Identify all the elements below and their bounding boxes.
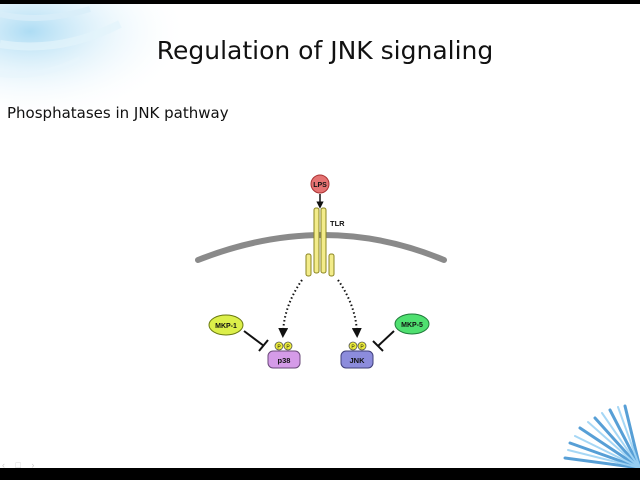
slide-title: Regulation of JNK signaling [156, 36, 494, 65]
tlr-intracellular-domain [328, 253, 335, 277]
tlr-intracellular-domain [305, 253, 312, 277]
jnk-kinase [340, 350, 374, 369]
phospho-group [348, 341, 358, 351]
phospho-label: P [351, 345, 355, 351]
signal-arrow-to-jnk [337, 279, 362, 338]
slideshow-controls[interactable]: ‹ □ › [2, 460, 39, 470]
mkp1-inhibition-line [243, 330, 265, 347]
p38-label: p38 [278, 356, 291, 365]
phospho-group [274, 341, 284, 351]
phospho-group [283, 341, 293, 351]
mkp1-inhibition-bar [258, 339, 269, 352]
phospho-label: P [360, 345, 364, 351]
jnk-label: JNK [349, 356, 365, 365]
top-border [0, 0, 640, 4]
bottom-border [0, 468, 640, 480]
slide-subtitle: Phosphatases in JNK pathway [7, 104, 229, 122]
lps-ligand [310, 174, 330, 194]
tlr-receptor-bar [320, 207, 327, 274]
mkp1-label: MKP-1 [215, 323, 237, 330]
tlr-receptor-bar [313, 207, 320, 274]
phospho-group [357, 341, 367, 351]
phospho-label: P [277, 345, 281, 351]
decorative-corner-top-left [0, 4, 200, 114]
mkp5-inhibition-bar [372, 340, 384, 352]
tlr-label: TLR [330, 219, 345, 228]
decorative-flower-bottom-right [563, 404, 640, 468]
mkp5-inhibition-line [377, 330, 395, 347]
signal-arrow-to-p38 [278, 279, 303, 338]
mkp1-phosphatase [208, 314, 244, 336]
jnk-pathway-diagram: LPS TLR P P p38 P P JNK MKP-1 MKP-5 [195, 174, 447, 369]
p38-kinase [267, 350, 301, 369]
mkp5-phosphatase [394, 313, 430, 335]
phospho-label: P [286, 345, 290, 351]
lps-label: LPS [313, 182, 327, 189]
mkp5-label: MKP-5 [401, 322, 423, 329]
